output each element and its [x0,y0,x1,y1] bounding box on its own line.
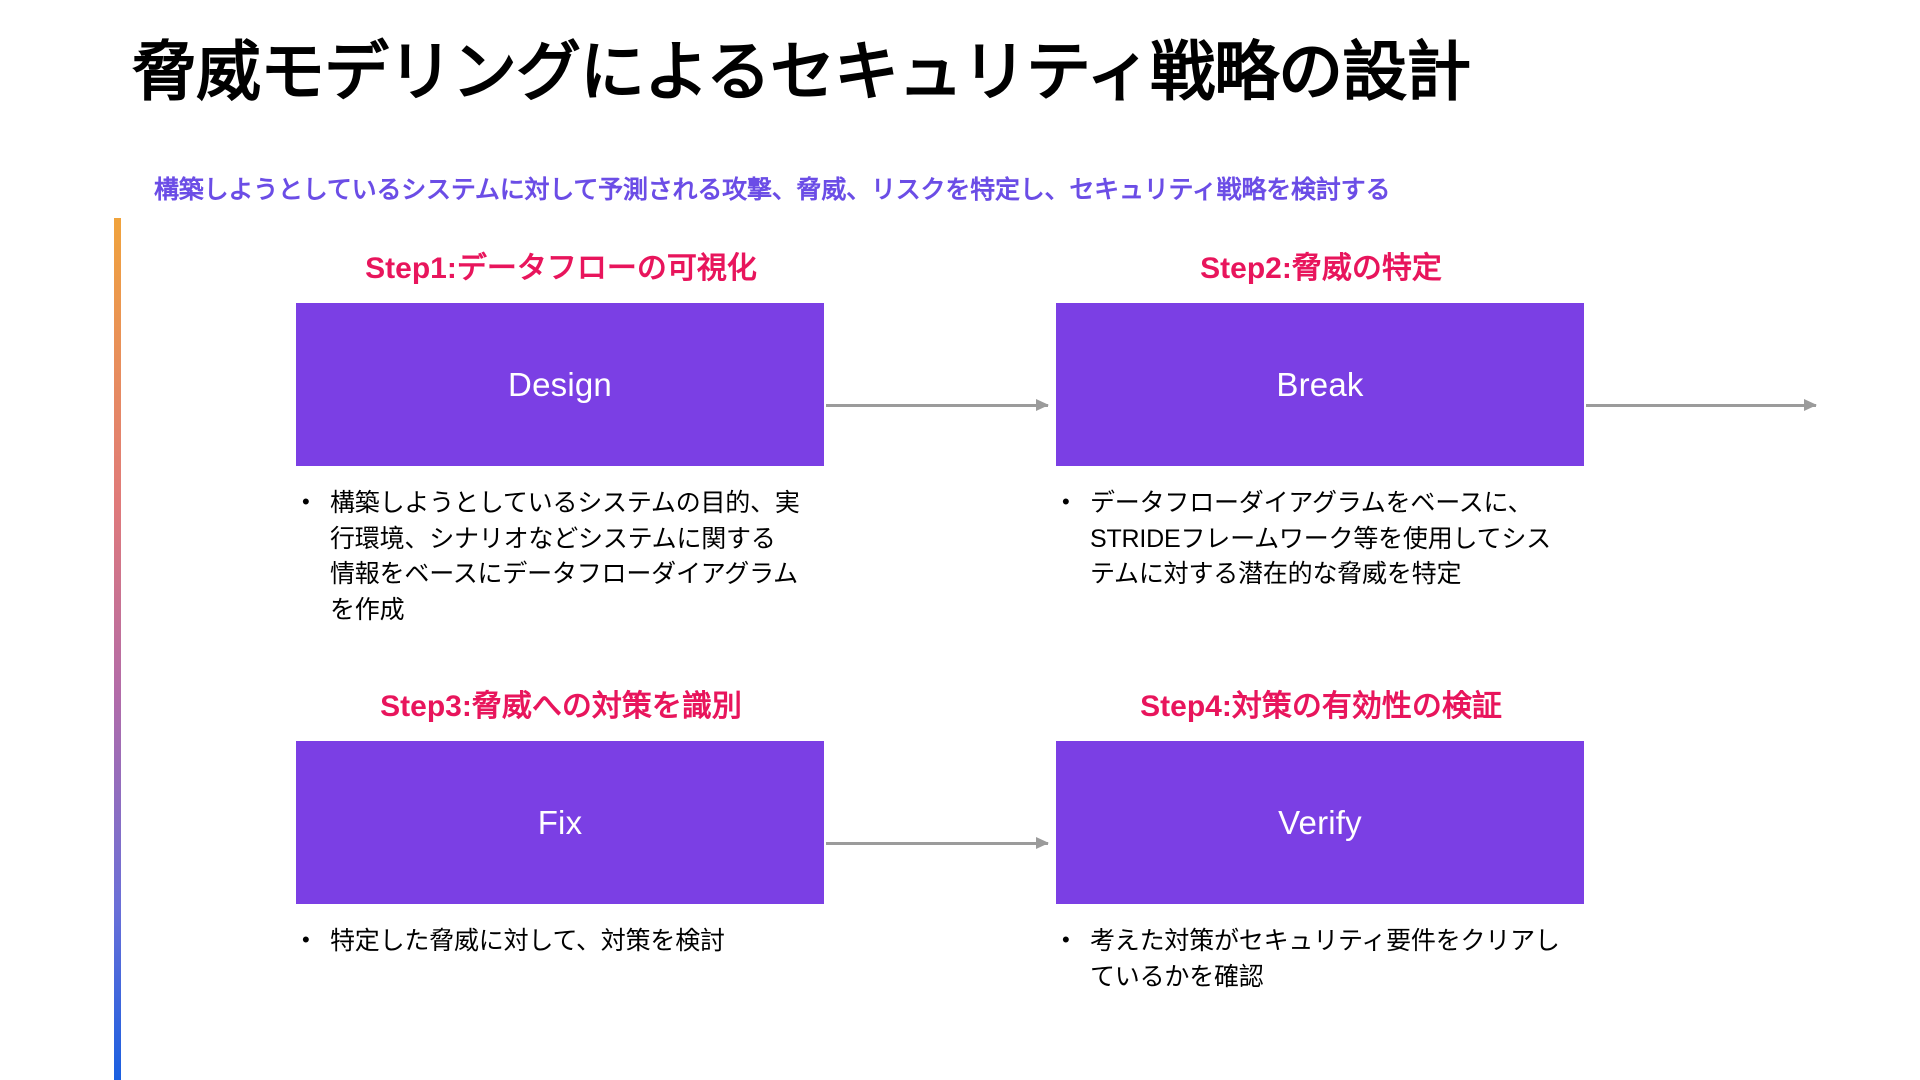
step-heading-3: Step3:脅威への対策を識別 [380,690,742,723]
step-heading-4: Step4:対策の有効性の検証 [1140,690,1502,723]
bullet-item: 構築しようとしているシステムの目的、実行環境、シナリオなどシステムに関する情報を… [296,485,800,628]
arrow-right-icon [826,837,1049,849]
step-card-4: Step4:対策の有効性の検証 Verify 考えた対策がセキュリティ要件をクリ… [1056,690,1586,1011]
page-title: 脅威モデリングによるセキュリティ戦略の設計 [132,35,1471,108]
step-bullets-2: データフローダイアグラムをベースに、STRIDEフレームワーク等を使用してシステ… [1056,485,1586,593]
step-card-2: Step2:脅威の特定 Break データフローダイアグラムをベースに、STRI… [1056,252,1586,609]
process-box-break[interactable]: Break [1056,303,1584,466]
process-box-fix[interactable]: Fix [296,741,824,904]
step-bullets-3: 特定した脅威に対して、対策を検討 [296,923,826,960]
bullet-item: 考えた対策がセキュリティ要件をクリアしているかを確認 [1056,923,1560,995]
process-box-label: Design [508,365,612,403]
process-box-label: Fix [537,803,583,841]
step-heading-1: Step1:データフローの可視化 [365,252,757,285]
left-accent-bar [114,218,121,1080]
process-box-label: Verify [1278,803,1362,841]
arrow-right-icon [826,399,1049,411]
step-heading-2: Step2:脅威の特定 [1200,252,1442,285]
process-box-label: Break [1276,365,1364,403]
process-box-verify[interactable]: Verify [1056,741,1584,904]
bullet-item: データフローダイアグラムをベースに、STRIDEフレームワーク等を使用してシステ… [1056,485,1560,593]
process-box-design[interactable]: Design [296,303,824,466]
arrow-right-icon [1586,399,1817,411]
step-bullets-1: 構築しようとしているシステムの目的、実行環境、シナリオなどシステムに関する情報を… [296,485,826,628]
bullet-item: 特定した脅威に対して、対策を検討 [296,923,800,960]
step-card-3: Step3:脅威への対策を識別 Fix 特定した脅威に対して、対策を検討 [296,690,826,976]
step-card-1: Step1:データフローの可視化 Design 構築しようとしているシステムの目… [296,252,826,644]
step-bullets-4: 考えた対策がセキュリティ要件をクリアしているかを確認 [1056,923,1586,995]
slide-subtitle: 構築しようとしているシステムに対して予測される攻撃、脅威、リスクを特定し、セキュ… [154,176,1391,204]
